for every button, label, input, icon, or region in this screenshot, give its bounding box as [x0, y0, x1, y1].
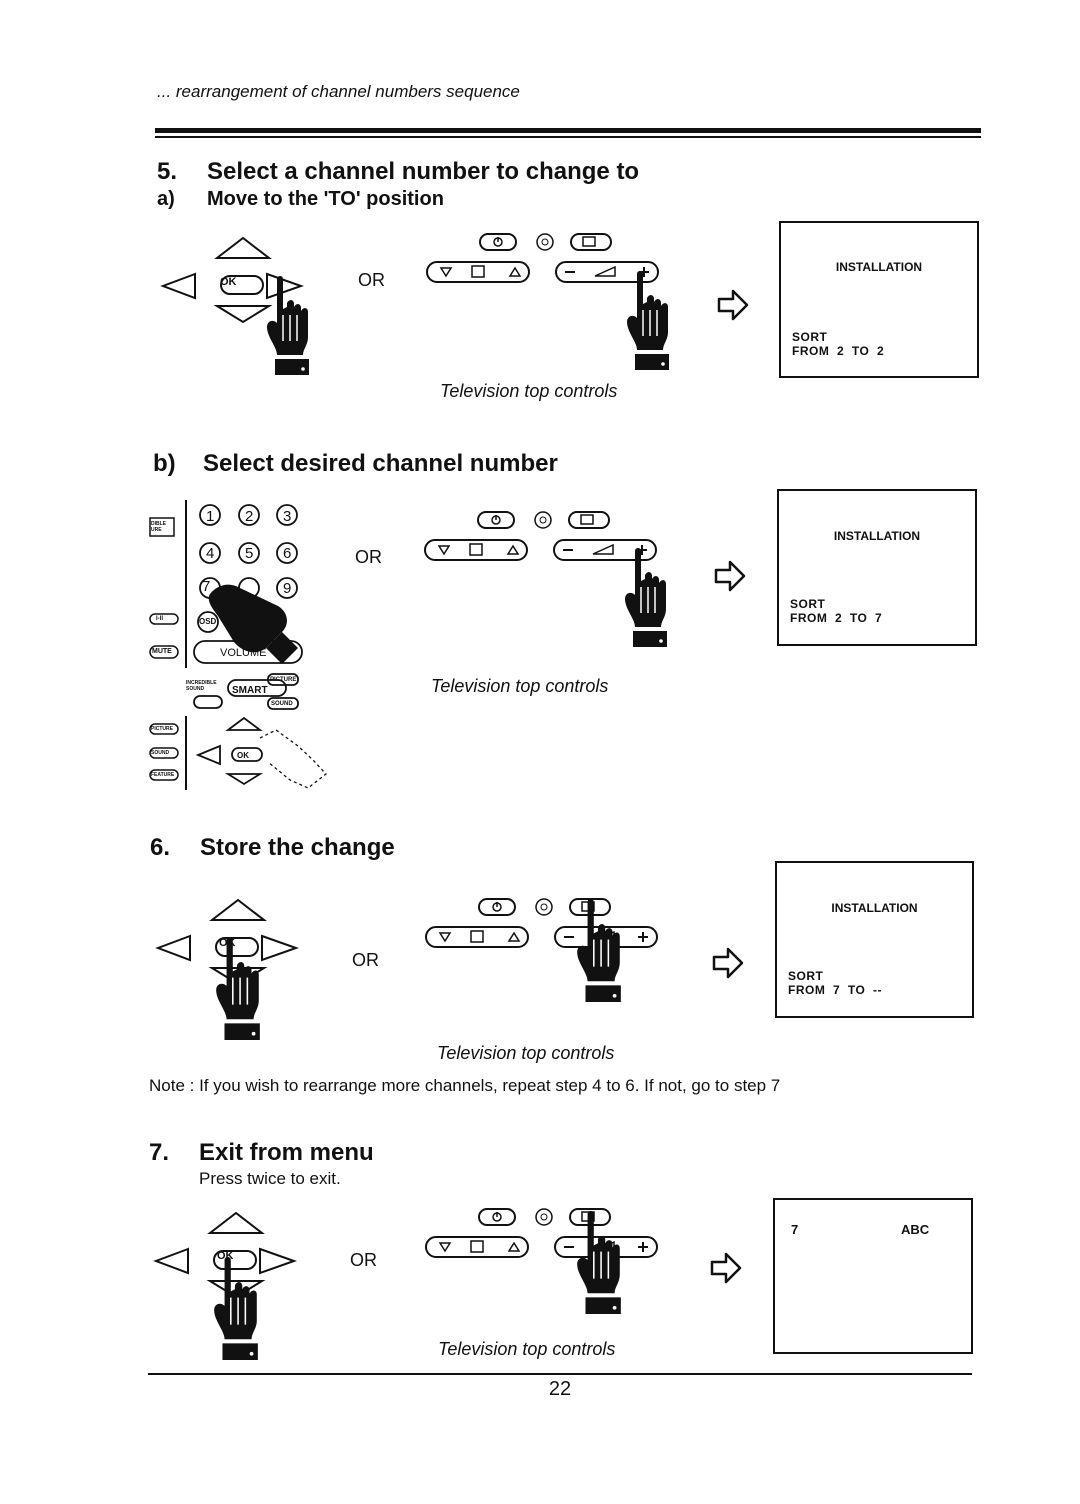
digit-3: 3 — [283, 508, 292, 525]
arrow-right-icon — [716, 288, 750, 322]
smart-label: SMART — [232, 685, 268, 696]
step5b-title: Select desired channel number — [203, 450, 558, 477]
ok-button-label: OK — [237, 751, 249, 760]
hand-pointer-icon — [212, 936, 264, 1040]
step7-subtitle: Press twice to exit. — [199, 1169, 341, 1188]
or-label: OR — [358, 270, 385, 290]
running-header: ... rearrangement of channel numbers seq… — [157, 82, 520, 101]
digit-7: 7 — [202, 578, 211, 595]
footer-rule — [148, 1373, 972, 1375]
tv-screen-step5b: INSTALLATION SORT FROM 2 TO 7 — [777, 489, 977, 646]
step5a-title: Move to the 'TO' position — [207, 188, 444, 210]
tv-controls-caption: Television top controls — [437, 1043, 615, 1063]
remote-keypad — [149, 500, 327, 790]
digit-1: 1 — [206, 508, 215, 525]
arrow-right-icon — [711, 946, 745, 980]
arrow-right-icon — [713, 559, 747, 593]
tv-controls-caption: Television top controls — [431, 676, 609, 696]
ok-button-label: OK — [220, 276, 237, 288]
screen-from-line: FROM 2 TO 2 — [792, 344, 885, 358]
step6-number: 6. — [150, 834, 171, 861]
screen-title: INSTALLATION — [833, 529, 921, 543]
screen-sort-line: SORT — [788, 969, 824, 983]
step7-heading: 7. Exit from menu — [149, 1139, 374, 1167]
or-label: OR — [352, 950, 379, 970]
step6-title: Store the change — [200, 834, 395, 861]
tv-controls-caption: Television top controls — [438, 1339, 616, 1359]
hand-pointer-icon — [210, 1256, 262, 1360]
step5b-heading: b) Select desired channel number — [153, 450, 558, 478]
digit-9: 9 — [283, 580, 292, 597]
screen-sort-line: SORT — [790, 597, 826, 611]
volume-label: VOLUME — [220, 647, 267, 659]
hand-pointer-icon — [573, 898, 625, 1002]
step7-number: 7. — [149, 1139, 170, 1166]
screen-title: INSTALLATION — [831, 901, 918, 915]
step5-heading: 5. Select a channel number to change to — [157, 158, 639, 186]
note-text: Note : If you wish to rearrange more cha… — [149, 1076, 781, 1095]
step5a-letter: a) — [157, 188, 175, 210]
screen-from-line: FROM 2 TO 7 — [790, 611, 883, 625]
header-rule-thick — [155, 128, 981, 133]
tv-screen-step5: INSTALLATION SORT FROM 2 TO 2 — [779, 221, 979, 378]
digit-5: 5 — [245, 545, 254, 562]
mute-label: MUTE — [152, 648, 172, 655]
side-label: SOUND — [151, 750, 170, 756]
screen-from-line: FROM 7 TO -- — [788, 983, 882, 997]
or-label: OR — [350, 1250, 377, 1270]
screen-channel-name: ABC — [901, 1222, 930, 1237]
tv-controls-caption: Television top controls — [440, 381, 618, 401]
tv-top-controls — [424, 897, 684, 957]
hand-pointer-icon — [262, 275, 314, 375]
arrow-right-icon — [709, 1251, 743, 1285]
digit-4: 4 — [206, 545, 215, 562]
screen-sort-line: SORT — [792, 330, 828, 344]
side-label: PICTURE — [151, 726, 173, 732]
screen-title: INSTALLATION — [835, 260, 923, 274]
hand-pointer-icon — [622, 270, 674, 370]
side-label: I-II — [156, 616, 163, 622]
step5-number: 5. — [157, 158, 178, 185]
step5b-letter: b) — [153, 450, 176, 477]
tv-top-controls — [424, 1207, 684, 1267]
or-label: OR — [355, 547, 382, 567]
digit-6: 6 — [283, 545, 292, 562]
step5-title: Select a channel number to change to — [207, 158, 640, 185]
step5a-heading: a) Move to the 'TO' position — [157, 188, 444, 211]
step7-title: Exit from menu — [199, 1139, 374, 1166]
picture-label: PICTURE — [270, 677, 297, 683]
screen-channel-number: 7 — [791, 1222, 799, 1237]
page-number: 22 — [548, 1378, 572, 1400]
header-rule-thin — [155, 136, 981, 138]
sound-label: SOUND — [271, 701, 293, 707]
tv-screen-step7: 7 ABC — [773, 1198, 973, 1354]
digit-8: 8 — [245, 578, 254, 595]
hand-pointer-icon — [573, 1210, 625, 1314]
incredible-sound-label: INCREDIBLE SOUND — [186, 680, 217, 692]
side-label: FEATURE — [151, 772, 175, 778]
osd-label: OSD — [199, 617, 217, 626]
step6-heading: 6. Store the change — [150, 834, 395, 862]
tv-screen-step6: INSTALLATION SORT FROM 7 TO -- — [775, 861, 974, 1018]
side-label: DIBLE URE — [151, 521, 166, 533]
digit-2: 2 — [245, 508, 254, 525]
hand-pointer-icon — [620, 547, 672, 647]
